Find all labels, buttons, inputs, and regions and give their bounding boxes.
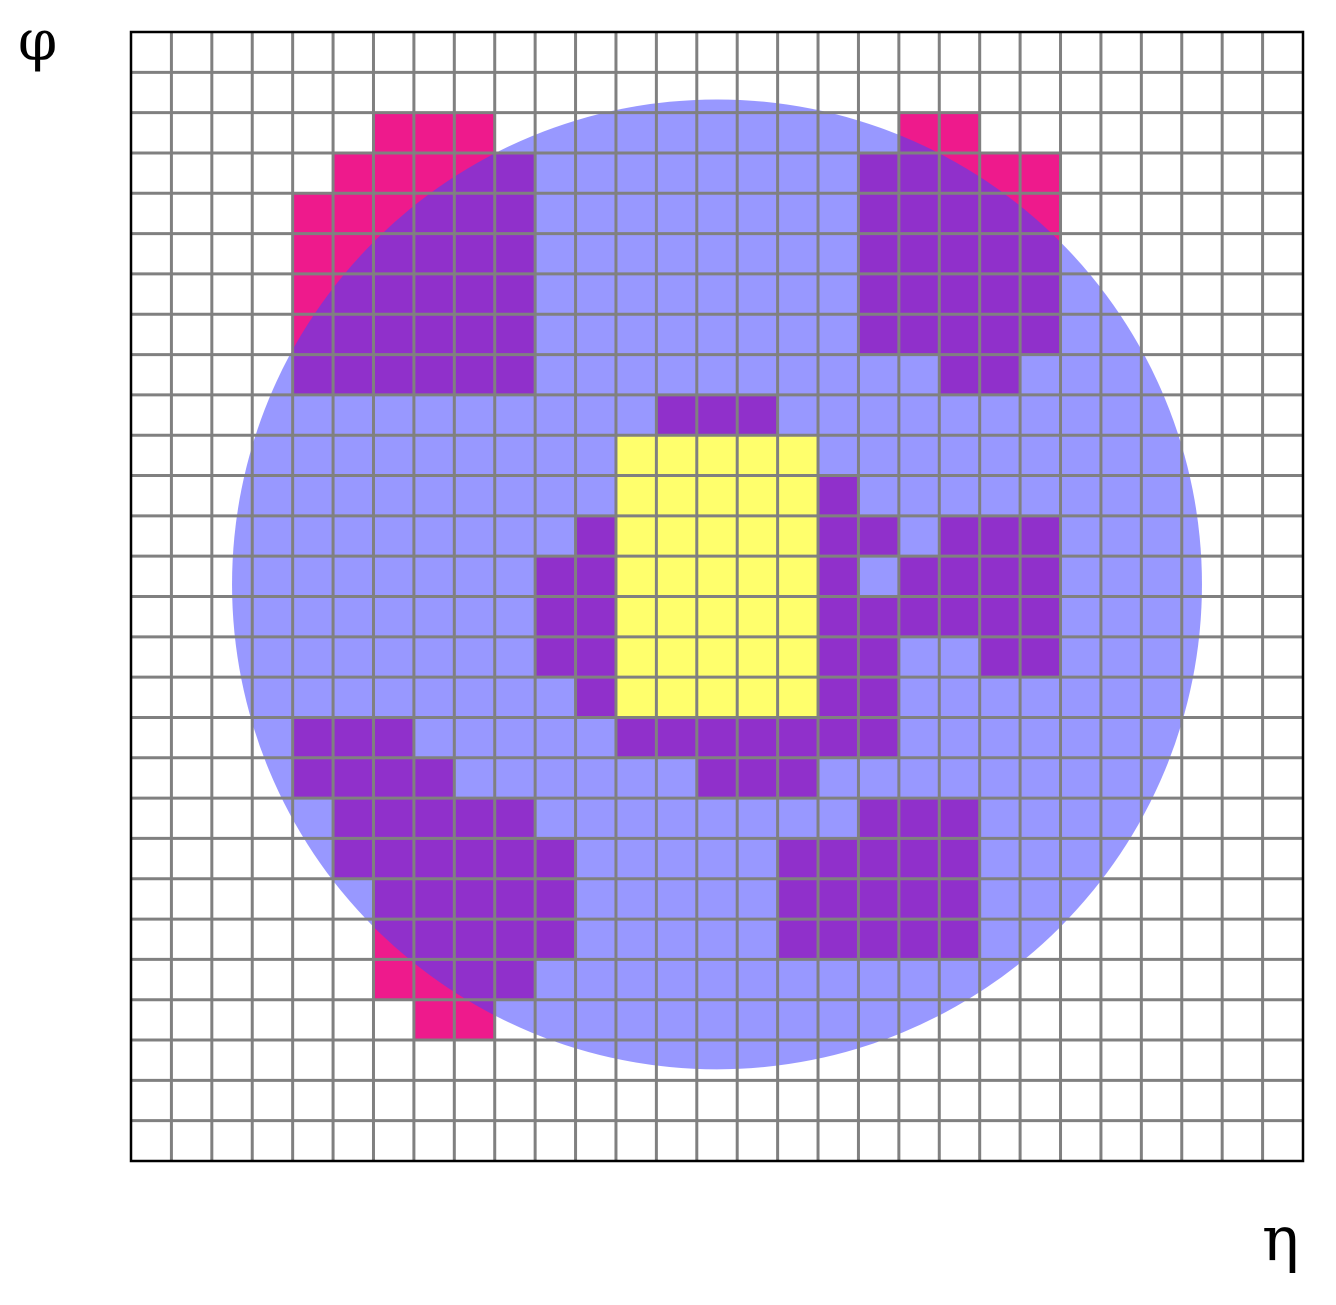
cluster-cell [413,999,455,1041]
cluster-cell [454,112,496,154]
cluster-cell [292,233,334,275]
seed-block [615,435,819,718]
cluster-cell [413,112,455,154]
cluster-cell [373,959,415,1001]
cluster-cell [939,112,981,154]
cluster-cell [333,193,374,235]
cluster-cell [1020,152,1062,194]
x-axis-label: η [1262,1202,1300,1275]
frame-layer [129,30,1305,1163]
grid-lines-layer [131,32,1303,1161]
cluster-cell [292,193,334,235]
cluster-cell [333,152,374,194]
cluster-cell [373,152,415,194]
cluster-cell [373,112,415,154]
seed-layer [615,435,819,718]
y-axis-label: φ [18,9,58,74]
grid-frame [129,30,1305,1163]
